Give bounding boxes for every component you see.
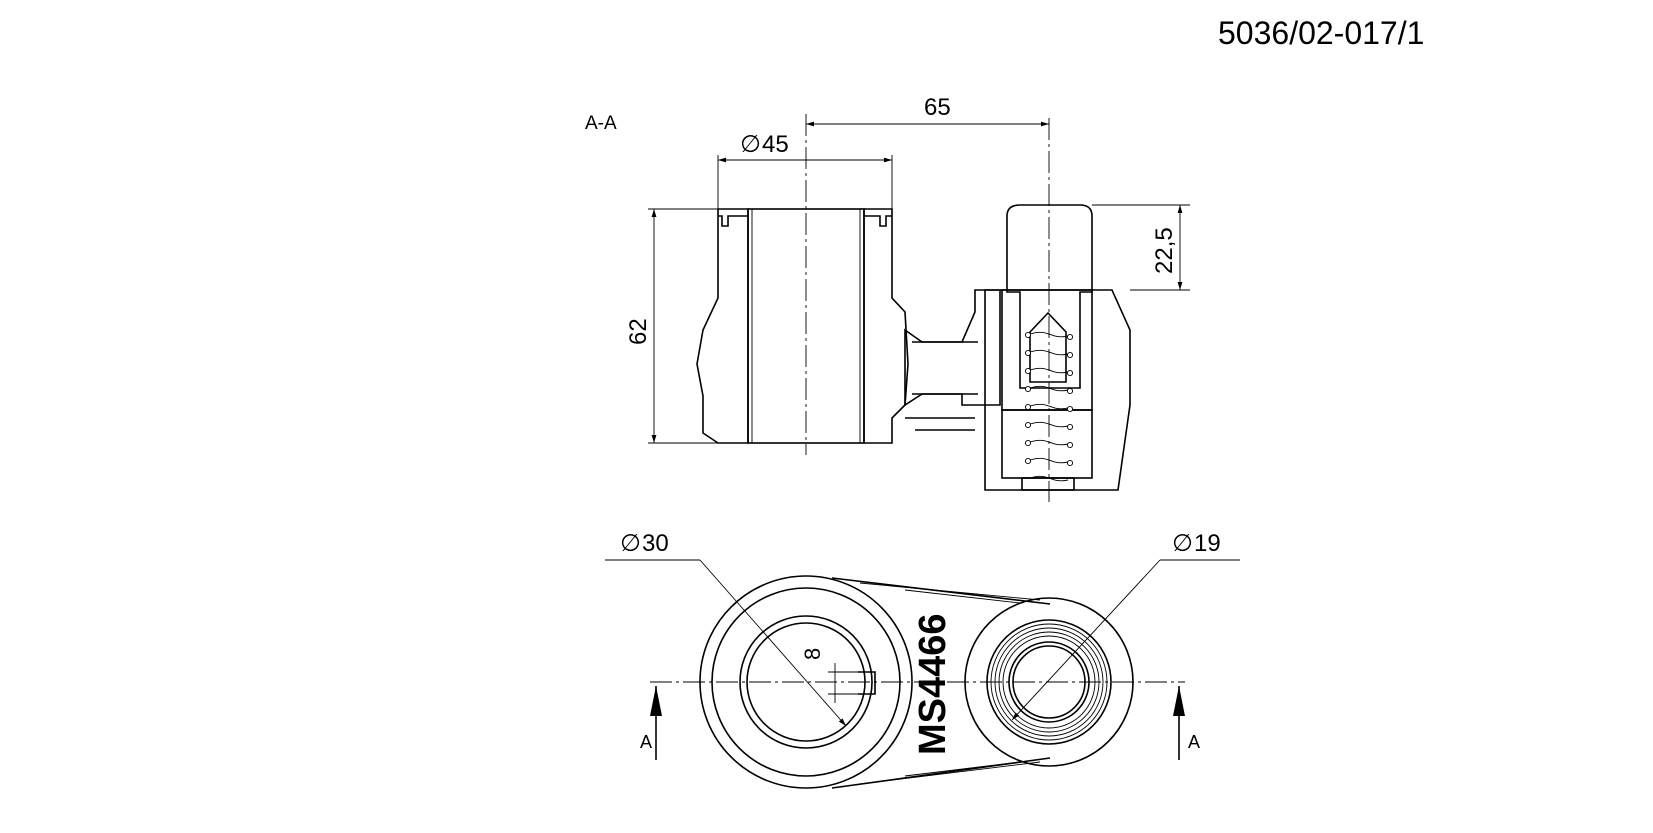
left-boss-wall-left bbox=[696, 208, 749, 444]
stamp-text: MS4466 bbox=[912, 613, 954, 755]
section-marker-left: A bbox=[640, 686, 662, 760]
svg-text:22,5: 22,5 bbox=[1151, 227, 1178, 274]
left-boss-wall-right bbox=[863, 208, 909, 444]
right-boss bbox=[984, 289, 1131, 491]
dimension-65: 65 bbox=[806, 94, 1049, 127]
dimension-bore-diameter: ∅ 45 bbox=[717, 131, 893, 209]
top-view: MS4466 8 ∅ 30 ∅ 19 A bbox=[605, 530, 1240, 789]
dimension-outer-diameter: ∅ 30 bbox=[605, 530, 847, 727]
svg-text:30: 30 bbox=[642, 530, 669, 557]
dimension-pin-length: 22,5 bbox=[1092, 204, 1190, 291]
svg-text:19: 19 bbox=[1194, 530, 1221, 557]
svg-text:∅: ∅ bbox=[1172, 530, 1193, 557]
svg-text:65: 65 bbox=[924, 94, 951, 121]
pin-bore bbox=[1029, 311, 1067, 383]
section-view: 65 ∅ 45 62 22,5 bbox=[625, 94, 1190, 502]
svg-text:∅: ∅ bbox=[620, 530, 641, 557]
svg-text:62: 62 bbox=[625, 318, 652, 345]
part-number: 5036/02-017/1 bbox=[1218, 15, 1424, 51]
dimension-height: 62 bbox=[625, 208, 718, 444]
svg-text:8: 8 bbox=[800, 648, 825, 660]
dimension-key-width: 8 bbox=[800, 648, 858, 703]
svg-text:∅: ∅ bbox=[740, 131, 761, 158]
svg-text:A: A bbox=[640, 732, 652, 752]
svg-text:A: A bbox=[1188, 732, 1200, 752]
section-label: A-A bbox=[585, 113, 617, 134]
spring bbox=[1024, 331, 1074, 482]
pin bbox=[1006, 204, 1093, 389]
svg-text:45: 45 bbox=[762, 131, 789, 158]
dimension-small-diameter: ∅ 19 bbox=[1011, 530, 1240, 721]
section-marker-right: A bbox=[1173, 686, 1200, 760]
